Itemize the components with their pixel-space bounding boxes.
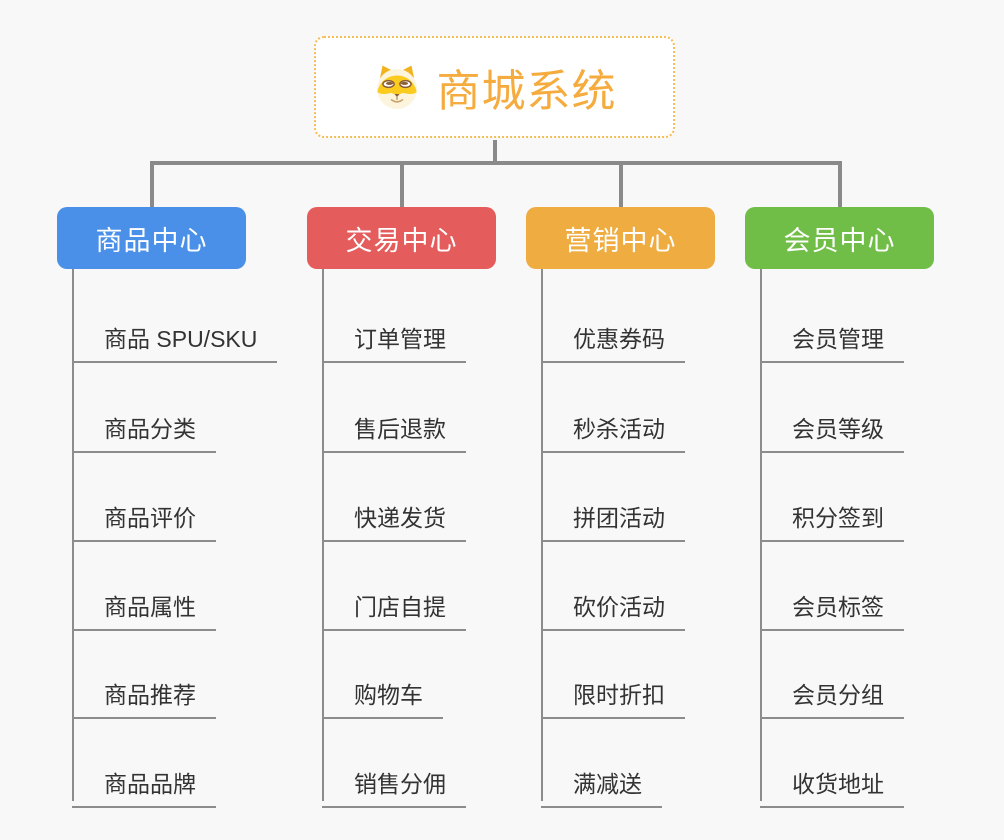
branch-column-members: 会员中心 会员管理会员等级积分签到会员标签会员分组收货地址 bbox=[745, 207, 995, 840]
connector-drop-branch-1 bbox=[150, 161, 154, 208]
leaf-topic[interactable]: 商品 SPU/SKU bbox=[72, 314, 278, 363]
leaf-topic[interactable]: 限时折扣 bbox=[541, 670, 685, 719]
leaf-topic[interactable]: 商品分类 bbox=[72, 404, 216, 453]
branch-topic-marketing[interactable]: 营销中心 bbox=[526, 207, 715, 269]
leaf-topic[interactable]: 会员分组 bbox=[760, 670, 904, 719]
leaf-topic[interactable]: 优惠券码 bbox=[541, 314, 685, 363]
branch-line bbox=[322, 269, 324, 801]
leaf-topic[interactable]: 满减送 bbox=[541, 759, 662, 808]
leaf-topic[interactable]: 会员等级 bbox=[760, 404, 904, 453]
leaf-topic[interactable]: 积分签到 bbox=[760, 493, 904, 542]
branch-column-products: 商品中心 商品 SPU/SKU 商品分类商品评价商品属性商品推荐商品品牌 bbox=[57, 207, 307, 840]
connector-root-drop bbox=[493, 140, 497, 165]
leaf-topic[interactable]: 商品推荐 bbox=[72, 670, 216, 719]
branch-topic-trade[interactable]: 交易中心 bbox=[307, 207, 496, 269]
leaf-topic[interactable]: 砍价活动 bbox=[541, 582, 685, 631]
connector-drop-branch-3 bbox=[619, 161, 623, 208]
leaf-topic[interactable]: 秒杀活动 bbox=[541, 404, 685, 453]
leaf-topic[interactable]: 会员管理 bbox=[760, 314, 904, 363]
branch-line bbox=[72, 269, 74, 801]
leaf-topic[interactable]: 商品评价 bbox=[72, 493, 216, 542]
root-topic[interactable]: 商城系统 bbox=[314, 36, 675, 138]
branch-line bbox=[541, 269, 543, 801]
leaf-topic[interactable]: 拼团活动 bbox=[541, 493, 685, 542]
branch-topic-products[interactable]: 商品中心 bbox=[57, 207, 246, 269]
branch-topic-members[interactable]: 会员中心 bbox=[745, 207, 934, 269]
leaf-topic[interactable]: 售后退款 bbox=[322, 404, 466, 453]
connector-drop-branch-4 bbox=[838, 161, 842, 208]
branch-column-marketing: 营销中心 优惠券码秒杀活动拼团活动砍价活动限时折扣满减送 bbox=[526, 207, 776, 840]
leaf-topic[interactable]: 商品属性 bbox=[72, 582, 216, 631]
leaf-topic[interactable]: 门店自提 bbox=[322, 582, 466, 631]
leaf-topic[interactable]: 购物车 bbox=[322, 670, 443, 719]
leaf-topic[interactable]: 订单管理 bbox=[322, 314, 466, 363]
leaf-topic[interactable]: 销售分佣 bbox=[322, 759, 466, 808]
root-topic-label: 商城系统 bbox=[436, 67, 617, 116]
connector-drop-branch-2 bbox=[400, 161, 404, 208]
branch-line bbox=[760, 269, 762, 801]
leaf-topic[interactable]: 快递发货 bbox=[322, 493, 466, 542]
branch-column-trade: 交易中心 订单管理售后退款快递发货门店自提购物车销售分佣 bbox=[307, 207, 557, 840]
leaf-topic[interactable]: 收货地址 bbox=[760, 759, 904, 808]
connector-rail bbox=[150, 161, 841, 165]
leaf-topic[interactable]: 商品品牌 bbox=[72, 759, 216, 808]
leaf-topic[interactable]: 会员标签 bbox=[760, 582, 904, 631]
doge-face-icon bbox=[373, 63, 421, 111]
